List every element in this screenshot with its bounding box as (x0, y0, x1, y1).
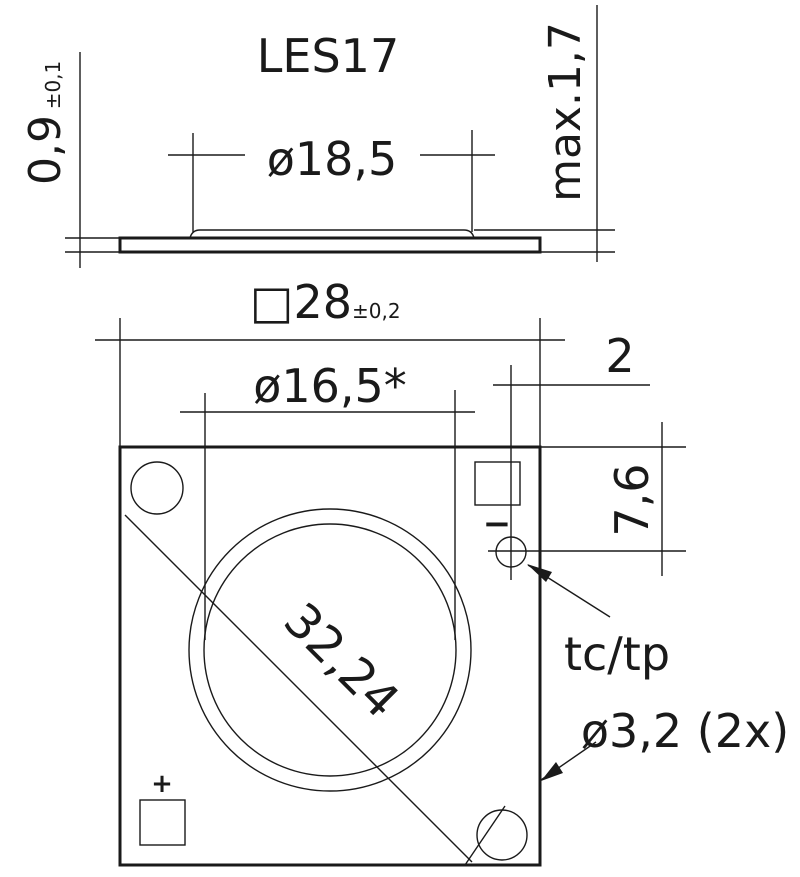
arrowhead (527, 564, 552, 582)
substrate-side (118, 236, 542, 254)
arrowhead (541, 762, 563, 781)
height-max-label: max.1,7 (540, 22, 591, 202)
emitting-diameter-label: ø16,5* (253, 359, 407, 413)
lens-diameter-label: ø18,5 (267, 132, 398, 186)
hole-diameter-label: ø3,2 (2x) (581, 704, 789, 758)
diagonal-label: 32,24 (273, 592, 410, 729)
offset-y-label: 7,6 (605, 463, 659, 536)
offset-x-label: 2 (605, 329, 634, 383)
minus-pad (474, 461, 521, 506)
top-view: □28±0,2 ø16,5* 32,24 − + 2 7,6 tc/tp (95, 275, 789, 867)
substrate-board (118, 445, 542, 867)
square-symbol: □ (250, 275, 293, 329)
thickness-tolerance: ±0,1 (41, 61, 65, 110)
side-view: ø18,5 max.1,7 0,9 ±0,1 (20, 5, 615, 268)
size-value: 28 (293, 275, 352, 329)
size-tolerance: ±0,2 (352, 299, 401, 323)
plus-label: + (151, 769, 173, 799)
tc-label: tc/tp (564, 627, 670, 681)
hole-leader (464, 805, 506, 866)
thickness-label: 0,9 (20, 115, 71, 185)
mounting-hole (130, 461, 184, 515)
lens-outer-circle (188, 508, 472, 792)
diagonal-line (124, 514, 473, 863)
plus-pad (139, 799, 186, 846)
lens-dome (189, 229, 475, 239)
title: LES17 (257, 29, 399, 83)
emitting-area-circle (203, 523, 457, 777)
size-label: □28±0,2 (250, 275, 401, 329)
